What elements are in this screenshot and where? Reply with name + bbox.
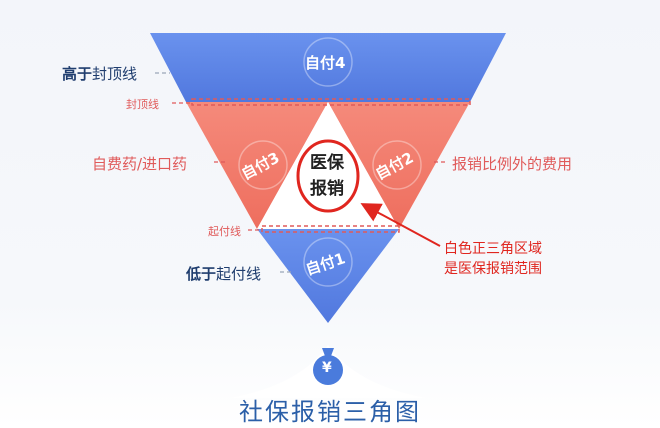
money-bag-icon bbox=[313, 348, 343, 385]
zone-right-triangle bbox=[328, 102, 470, 229]
watermark-seal bbox=[238, 140, 288, 190]
zone-label-top: 自付4 bbox=[305, 54, 346, 72]
label-below-start-bold: 低于 bbox=[186, 265, 217, 283]
label-above-cap-rest: 封顶线 bbox=[92, 65, 138, 83]
label-above-cap: 高于封顶线 bbox=[62, 63, 137, 84]
zone-left-triangle bbox=[186, 102, 328, 229]
watermark-seal bbox=[372, 140, 422, 190]
zone-bottom-triangle bbox=[257, 229, 399, 323]
highlight-ring bbox=[296, 139, 360, 213]
annotation-note-line1: 白色正三角区域 bbox=[444, 241, 542, 257]
center-label-line2: 报销 bbox=[310, 179, 344, 199]
annotation-arrow bbox=[360, 203, 441, 247]
label-ratio-outside: 报销比例外的费用 bbox=[452, 155, 573, 173]
diagram-title: 社保报销三角图 bbox=[239, 398, 421, 426]
center-label-line1: 医保 bbox=[310, 153, 344, 173]
label-below-start-rest: 起付线 bbox=[216, 265, 262, 283]
label-cap-line: 封顶线 bbox=[126, 98, 159, 111]
label-above-cap-bold: 高于 bbox=[62, 65, 93, 83]
center-label: 医保 报销 bbox=[310, 150, 344, 202]
annotation-note: 白色正三角区域 是医保报销范围 bbox=[444, 239, 542, 279]
watermark-seal bbox=[303, 37, 353, 87]
cap-line-band bbox=[191, 98, 471, 106]
label-start-line: 起付线 bbox=[208, 225, 241, 238]
annotation-note-line2: 是医保报销范围 bbox=[444, 261, 542, 277]
zone-center-triangle bbox=[257, 102, 399, 229]
zone-top-band bbox=[150, 33, 506, 102]
yen-symbol: ¥ bbox=[322, 360, 332, 376]
label-below-start: 低于起付线 bbox=[186, 263, 261, 284]
label-self-pay-drugs: 自费药/进口药 bbox=[92, 155, 188, 173]
watermark-seal bbox=[303, 237, 353, 287]
start-line-band bbox=[261, 225, 400, 233]
